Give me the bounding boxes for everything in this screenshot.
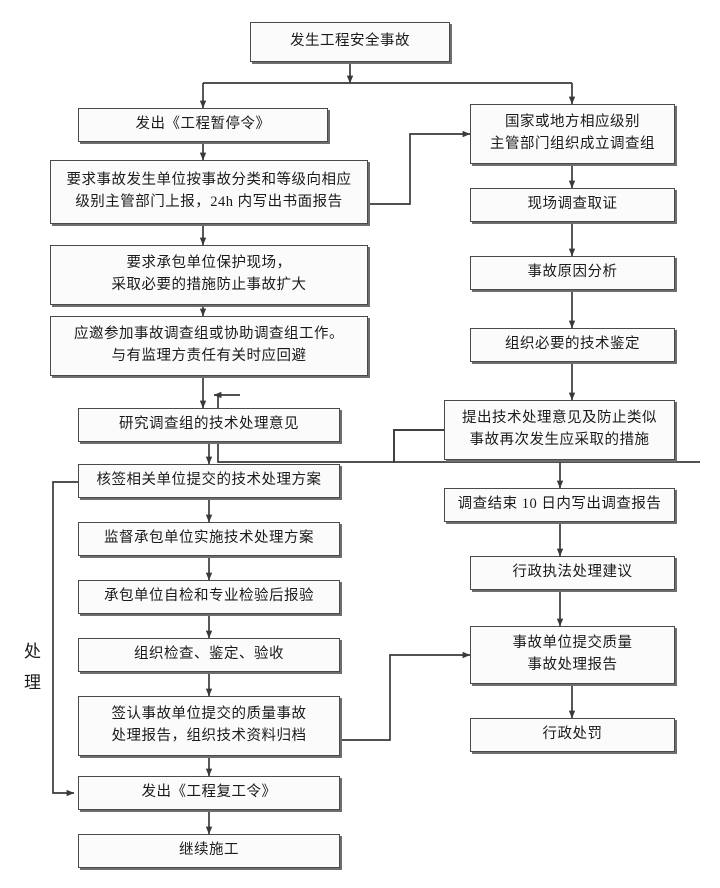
node-line: 签认事故单位提交的质量事故 [111,706,307,723]
node-line: 提出技术处理意见及防止类似 [462,410,657,427]
node-line: 组织必要的技术鉴定 [505,336,640,353]
node-line: 承包单位自检和专业检验后报验 [104,588,314,605]
node-site-investigation-evidence[interactable]: 现场调查取证 [470,188,675,222]
node-organize-inspection-acceptance[interactable]: 组织检查、鉴定、验收 [78,638,340,672]
node-line: 发出《工程复工令》 [141,784,277,801]
node-line: 要求承包单位保护现场， [126,255,292,272]
node-issue-resumption-order[interactable]: 发出《工程复工令》 [78,776,340,810]
node-join-investigation-group[interactable]: 应邀参加事故调查组或协助调查组工作。 与有监理方责任有关时应回避 [50,316,368,376]
edge-left-return-loop [52,481,78,797]
node-line: 与有监理方责任有关时应回避 [111,348,307,364]
side-label-char-2: 理 [24,673,42,693]
node-line: 事故再次发生应采取的措施 [469,432,650,448]
node-line: 现场调查取证 [527,196,618,213]
node-line: 组织检查、鉴定、验收 [134,646,284,663]
node-line: 行政处罚 [542,726,603,743]
node-countersign-technical-plan[interactable]: 核签相关单位提交的技术处理方案 [78,464,340,498]
node-line: 应邀参加事故调查组或协助调查组工作。 [74,326,344,343]
node-line: 行政执法处理建议 [512,564,633,581]
node-study-technical-opinion[interactable]: 研究调查组的技术处理意见 [78,408,340,442]
node-line: 主管部门组织成立调查组 [490,136,655,152]
node-line: 国家或地方相应级别 [505,114,640,131]
node-propose-measures[interactable]: 提出技术处理意见及防止类似 事故再次发生应采取的措施 [444,400,675,460]
node-investigation-report-10days[interactable]: 调查结束 10 日内写出调查报告 [444,488,675,522]
node-establish-investigation-team[interactable]: 国家或地方相应级别 主管部门组织成立调查组 [470,104,675,164]
process-side-label: 处 理 [18,636,48,699]
edge-signoff-to-quality-report [340,651,471,741]
node-require-report-24h[interactable]: 要求事故发生单位按事故分类和等级向相应 级别主管部门上报，24h 内写出书面报告 [50,160,368,224]
node-line: 采取必要的措施防止事故扩大 [111,277,307,293]
node-line: 事故单位提交质量 [512,635,633,652]
node-protect-accident-site[interactable]: 要求承包单位保护现场， 采取必要的措施防止事故扩大 [50,245,368,305]
node-supervise-implementation[interactable]: 监督承包单位实施技术处理方案 [78,522,340,556]
node-accident-cause-analysis[interactable]: 事故原因分析 [470,256,675,290]
node-continue-construction[interactable]: 继续施工 [78,834,340,868]
node-line: 调查结束 10 日内写出调查报告 [457,496,662,513]
node-line: 级别主管部门上报，24h 内写出书面报告 [75,194,343,210]
node-administrative-enforcement-suggestion[interactable]: 行政执法处理建议 [470,556,675,590]
node-administrative-penalty[interactable]: 行政处罚 [470,718,675,752]
node-issue-suspension-order[interactable]: 发出《工程暂停令》 [78,108,328,142]
node-accident-occurs[interactable]: 发生工程安全事故 [250,22,450,62]
node-line: 发生工程安全事故 [290,33,410,50]
node-line: 发出《工程暂停令》 [135,116,271,133]
node-technical-appraisal[interactable]: 组织必要的技术鉴定 [470,328,675,362]
edge-report-to-team-branch [368,130,471,205]
side-label-char-1: 处 [24,642,42,661]
node-line: 事故原因分析 [527,264,618,281]
node-line: 事故处理报告 [527,657,618,673]
node-accident-unit-submit-report[interactable]: 事故单位提交质量 事故处理报告 [470,626,675,684]
node-line: 要求事故发生单位按事故分类和等级向相应 [66,172,352,189]
node-line: 继续施工 [179,842,239,859]
node-line: 核签相关单位提交的技术处理方案 [96,472,322,489]
node-signoff-quality-accident-report[interactable]: 签认事故单位提交的质量事故 处理报告，组织技术资料归档 [78,696,340,756]
node-line: 研究调查组的技术处理意见 [119,416,299,433]
node-contractor-self-inspection[interactable]: 承包单位自检和专业检验后报验 [78,580,340,614]
node-line: 监督承包单位实施技术处理方案 [104,530,314,547]
node-line: 处理报告，组织技术资料归档 [111,728,307,744]
